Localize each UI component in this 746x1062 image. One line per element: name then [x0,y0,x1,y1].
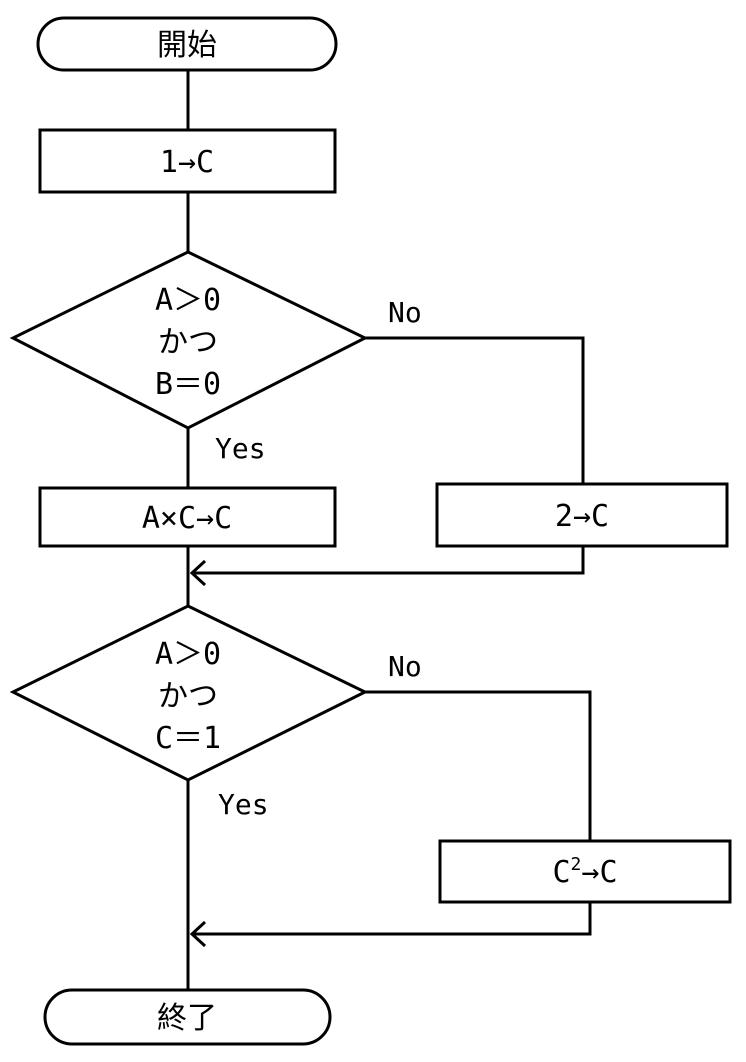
start-label: 開始 [157,28,217,63]
init-process: 1→C [38,128,337,194]
decision2-no-label: No [388,650,422,683]
no-process-2: C2→C [438,839,732,904]
start-terminal: 開始 [36,16,338,72]
no-process1-label: 2→C [555,499,609,534]
decision1-line1: A＞0 [155,283,221,318]
init-label: 1→C [160,145,214,180]
decision2-line2: かつ [158,679,218,714]
connector-merge2 [192,902,592,936]
decision1-line3: B＝0 [155,367,221,402]
yes-process-1: A×C→C [38,486,337,548]
yes-process1-label: A×C→C [142,501,232,536]
decision2-line3: C＝1 [155,721,221,756]
decision1-yes-label: Yes [215,432,266,465]
no-process2-rest: →C [581,855,617,890]
end-label: 終了 [157,1001,217,1036]
no-process-1: 2→C [435,482,729,548]
end-terminal: 終了 [43,988,332,1046]
decision1-line2: かつ [158,325,218,360]
connector-decision2-no [365,690,592,841]
no-process2-superscript: 2 [571,854,582,875]
decision1-no-label: No [388,296,422,329]
no-process2-base: C [552,855,570,890]
decision-1: A＞0 かつ B＝0 [9,250,369,430]
connector-merge1 [192,546,585,575]
decision2-yes-label: Yes [218,788,269,821]
decision-2: A＞0 かつ C＝1 [9,604,369,782]
no-process2-label: C2→C [552,854,617,890]
merge1-arrowhead [189,559,207,587]
merge2-arrowhead [189,920,207,948]
decision2-line1: A＞0 [155,637,221,672]
connector-decision1-no [365,336,585,484]
